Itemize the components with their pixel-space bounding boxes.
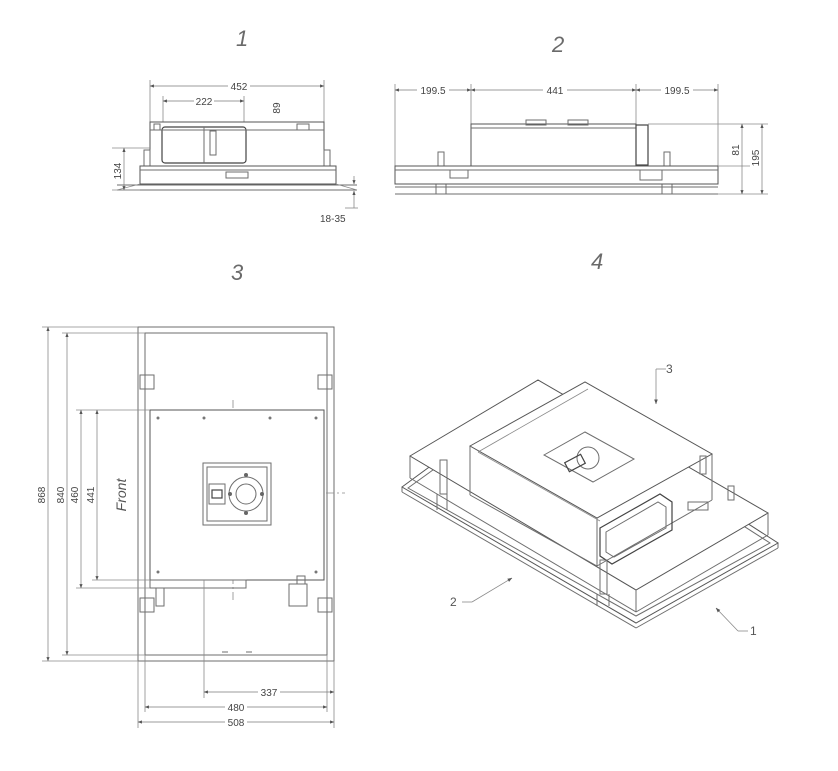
dim-840: 840 bbox=[56, 486, 67, 503]
view-1-number: 1 bbox=[236, 26, 248, 51]
dim-441: 441 bbox=[547, 86, 564, 97]
dim-18-35: 18-35 bbox=[320, 214, 346, 225]
view-2-number: 2 bbox=[551, 32, 564, 57]
dim-199-5-left: 199.5 bbox=[420, 86, 445, 97]
view-1-front-elevation: 1 452 222 89 bbox=[112, 26, 358, 225]
dim-222: 222 bbox=[196, 97, 213, 108]
callout-1: 1 bbox=[750, 624, 757, 638]
view-3-plan: 3 bbox=[37, 260, 345, 729]
dim-441-plan: 441 bbox=[86, 486, 97, 503]
view-4-isometric: 4 bbox=[401, 249, 779, 638]
dim-195: 195 bbox=[751, 149, 762, 166]
view-4-number: 4 bbox=[591, 249, 603, 274]
dim-452: 452 bbox=[231, 82, 248, 93]
dim-134: 134 bbox=[113, 162, 124, 179]
view-3-number: 3 bbox=[231, 260, 244, 285]
dim-460: 460 bbox=[70, 486, 81, 503]
view-2-side-elevation: 2 199.5 441 199.5 bbox=[394, 32, 768, 195]
callout-2: 2 bbox=[450, 595, 457, 609]
dim-868: 868 bbox=[37, 486, 48, 503]
callout-3: 3 bbox=[666, 362, 673, 376]
dim-81: 81 bbox=[731, 144, 742, 156]
dim-199-5-right: 199.5 bbox=[664, 86, 689, 97]
dim-337: 337 bbox=[261, 688, 278, 699]
dim-480: 480 bbox=[228, 703, 245, 714]
front-label: Front bbox=[113, 478, 129, 512]
dim-508: 508 bbox=[228, 718, 245, 729]
dim-89: 89 bbox=[272, 102, 283, 114]
